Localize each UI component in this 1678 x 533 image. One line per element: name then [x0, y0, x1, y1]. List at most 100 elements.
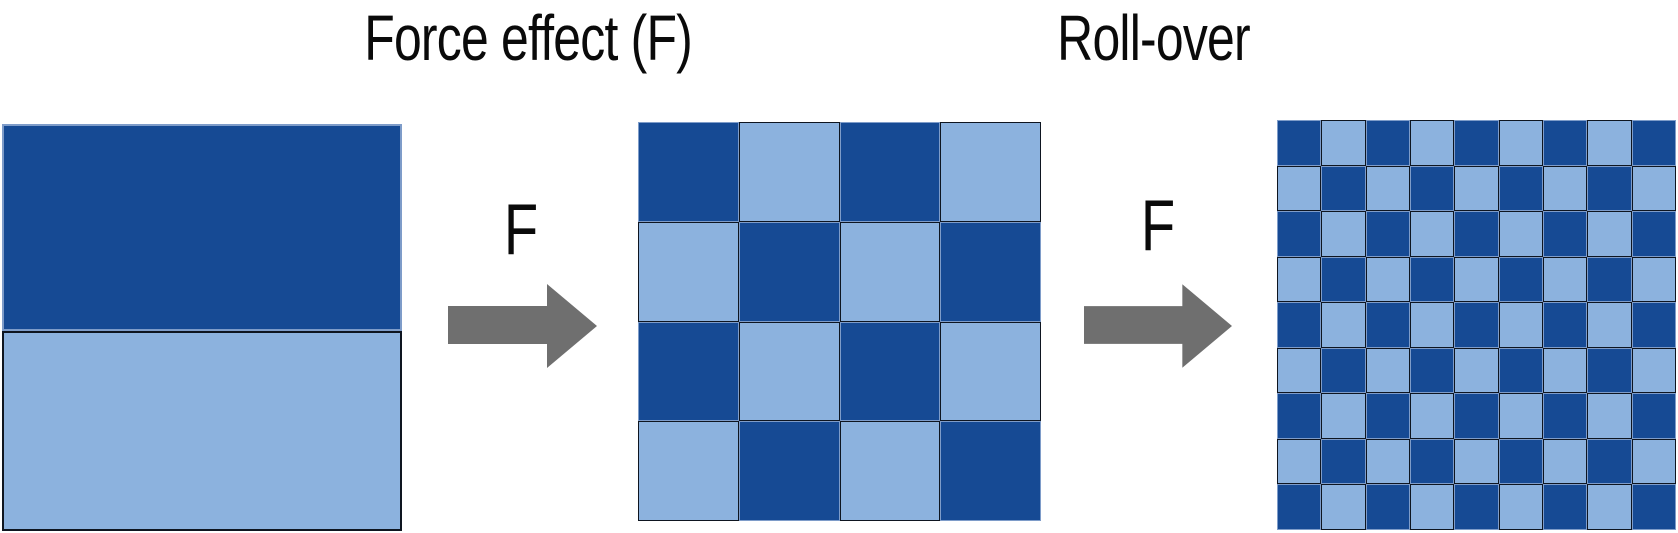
checker-cell-dark [1498, 165, 1543, 212]
checker-cell-dark [1321, 256, 1366, 303]
checker-cell-dark [1277, 120, 1322, 166]
checker-cell-dark [940, 221, 1041, 322]
checker-cell-dark [1365, 484, 1410, 530]
checker-cell-dark [1631, 302, 1676, 348]
checker-cell-light [1321, 120, 1366, 166]
checker-cell-light [638, 421, 739, 521]
checker-cell-light [1542, 347, 1588, 394]
checker-cell-light [1498, 393, 1543, 439]
checker-cell-light [1409, 393, 1455, 439]
checker-cell-light [738, 321, 840, 422]
force-label-2: F [1140, 186, 1176, 266]
checker-cell-light [1587, 211, 1632, 257]
title-roll-over: Roll-over [1057, 2, 1251, 74]
checker-cell-dark [1321, 165, 1366, 212]
checker-cell-light [1321, 393, 1366, 439]
checker-cell-dark [839, 321, 941, 422]
checker-cell-dark [1454, 484, 1499, 530]
checker-cell-light [1498, 120, 1543, 166]
checker-cell-light [1542, 256, 1588, 303]
checkerboard-4x4 [638, 122, 1041, 521]
checker-cell-light [1409, 302, 1455, 348]
checker-cell-light [1365, 256, 1410, 303]
checker-cell-dark [1454, 302, 1499, 348]
checker-cell-dark [1277, 211, 1322, 257]
checker-cell-light [1454, 347, 1499, 394]
checker-cell-light [1498, 211, 1543, 257]
checker-cell-dark [940, 421, 1041, 521]
checker-cell-light [1365, 347, 1410, 394]
checker-cell-dark [1542, 120, 1588, 166]
checker-cell-light [1587, 302, 1632, 348]
checker-cell-dark [1631, 393, 1676, 439]
checker-cell-light [1587, 484, 1632, 530]
checker-cell-dark [1454, 211, 1499, 257]
checkerboard-9x9 [1277, 120, 1676, 530]
checker-cell-dark [1409, 165, 1455, 212]
initial-two-layer-square [2, 124, 402, 531]
checker-cell-light [1365, 438, 1410, 485]
checker-cell-dark [1277, 484, 1322, 530]
checker-cell-dark [1409, 347, 1455, 394]
light-layer [2, 331, 402, 531]
checker-cell-light [1277, 256, 1322, 303]
checker-cell-light [1498, 484, 1543, 530]
checker-cell-light [738, 122, 840, 222]
checker-cell-dark [1587, 165, 1632, 212]
checker-cell-dark [1498, 347, 1543, 394]
checker-cell-dark [638, 321, 739, 422]
checker-cell-light [1631, 256, 1676, 303]
checker-cell-light [638, 221, 739, 322]
checker-cell-dark [1631, 120, 1676, 166]
checker-cell-dark [1365, 302, 1410, 348]
checker-cell-dark [1587, 256, 1632, 303]
checker-cell-dark [1631, 211, 1676, 257]
checker-cell-light [1631, 165, 1676, 212]
checker-cell-light [940, 321, 1041, 422]
checker-cell-dark [1631, 484, 1676, 530]
checker-cell-dark [1542, 393, 1588, 439]
checker-cell-light [1454, 165, 1499, 212]
checker-cell-light [1542, 438, 1588, 485]
checker-cell-dark [1277, 302, 1322, 348]
checker-cell-light [1409, 120, 1455, 166]
checker-cell-light [940, 122, 1041, 222]
checker-cell-light [1542, 165, 1588, 212]
checker-cell-light [1498, 302, 1543, 348]
checker-cell-dark [1365, 393, 1410, 439]
checker-cell-dark [738, 221, 840, 322]
checker-cell-dark [1542, 484, 1588, 530]
checker-cell-light [1321, 211, 1366, 257]
checker-cell-dark [1277, 393, 1322, 439]
checker-cell-dark [1587, 438, 1632, 485]
checker-cell-light [1454, 438, 1499, 485]
checker-cell-dark [1321, 438, 1366, 485]
checker-cell-dark [1498, 438, 1543, 485]
checker-cell-light [1277, 438, 1322, 485]
checker-cell-light [1587, 120, 1632, 166]
checker-cell-dark [1409, 438, 1455, 485]
checker-cell-dark [738, 421, 840, 521]
checker-cell-light [1365, 165, 1410, 212]
checker-cell-light [1631, 347, 1676, 394]
checker-cell-light [1587, 393, 1632, 439]
checker-cell-light [839, 221, 941, 322]
checker-cell-light [1277, 165, 1322, 212]
right-arrow-icon [1084, 284, 1232, 368]
checker-cell-light [1631, 438, 1676, 485]
right-arrow-icon [448, 284, 597, 368]
checker-cell-dark [1365, 120, 1410, 166]
title-force-effect: Force effect (F) [364, 2, 693, 74]
checker-cell-dark [1321, 347, 1366, 394]
checker-cell-light [1277, 347, 1322, 394]
checker-cell-dark [638, 122, 739, 222]
checker-cell-dark [1409, 256, 1455, 303]
checker-cell-light [839, 421, 941, 521]
checker-cell-light [1454, 256, 1499, 303]
checker-cell-light [1321, 302, 1366, 348]
checker-cell-dark [1454, 120, 1499, 166]
dark-layer [2, 124, 402, 331]
checker-cell-dark [1587, 347, 1632, 394]
checker-cell-dark [1542, 211, 1588, 257]
